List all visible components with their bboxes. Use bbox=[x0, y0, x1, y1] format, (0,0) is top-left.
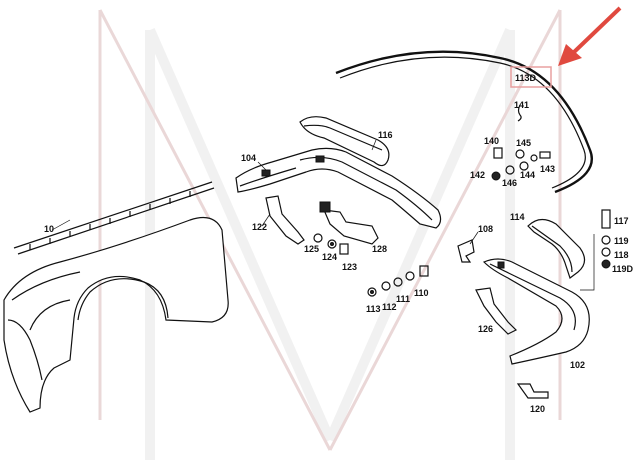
bumper-102 bbox=[482, 258, 590, 365]
label-144: 144 bbox=[520, 170, 535, 180]
label-125: 125 bbox=[304, 244, 319, 254]
fasteners-110-113 bbox=[367, 265, 429, 297]
bracket-122 bbox=[265, 195, 305, 245]
label-143: 143 bbox=[540, 164, 555, 174]
bracket-128 bbox=[319, 201, 379, 245]
hardware-140-146 bbox=[491, 147, 551, 181]
label-124: 124 bbox=[322, 252, 337, 262]
label-117: 117 bbox=[614, 216, 629, 226]
label-108: 108 bbox=[478, 224, 493, 234]
fender-10 bbox=[3, 181, 229, 413]
label-10: 10 bbox=[44, 224, 54, 234]
arrow-icon bbox=[558, 6, 622, 66]
leader-lines bbox=[51, 139, 479, 245]
guard-114 bbox=[527, 218, 586, 279]
label-126: 126 bbox=[478, 324, 493, 334]
label-110: 110 bbox=[414, 288, 429, 298]
label-116: 116 bbox=[378, 130, 393, 140]
label-111: 111 bbox=[396, 294, 410, 304]
label-104: 104 bbox=[241, 153, 256, 163]
label-128: 128 bbox=[372, 244, 387, 254]
fasteners-123-125 bbox=[313, 233, 349, 255]
label-118: 118 bbox=[614, 250, 629, 260]
label-114: 114 bbox=[510, 212, 525, 222]
part-labels: 10 104 116 113D 140 141 145 144 143 142 … bbox=[44, 73, 634, 414]
label-145: 145 bbox=[516, 138, 531, 148]
label-113d: 113D bbox=[515, 73, 537, 83]
label-140: 140 bbox=[484, 136, 499, 146]
bracket-126 bbox=[475, 287, 518, 335]
trim-strip-113d bbox=[335, 50, 593, 194]
guard-116 bbox=[299, 116, 390, 167]
bumper-104 bbox=[235, 147, 442, 229]
label-120: 120 bbox=[530, 404, 545, 414]
label-141: 141 bbox=[514, 100, 529, 110]
label-119d: 119D bbox=[612, 264, 634, 274]
highlight-box bbox=[510, 66, 552, 88]
label-113: 113 bbox=[366, 304, 381, 314]
label-122: 122 bbox=[252, 222, 267, 232]
label-112: 112 bbox=[382, 302, 397, 312]
clip-141 bbox=[517, 104, 522, 122]
label-146: 146 bbox=[502, 178, 517, 188]
bracket-108 bbox=[457, 239, 475, 263]
label-102: 102 bbox=[570, 360, 585, 370]
bracket-120 bbox=[516, 383, 549, 399]
label-119: 119 bbox=[614, 236, 629, 246]
label-123: 123 bbox=[342, 262, 357, 272]
label-142: 142 bbox=[470, 170, 485, 180]
hardware-117-119d bbox=[580, 209, 611, 291]
